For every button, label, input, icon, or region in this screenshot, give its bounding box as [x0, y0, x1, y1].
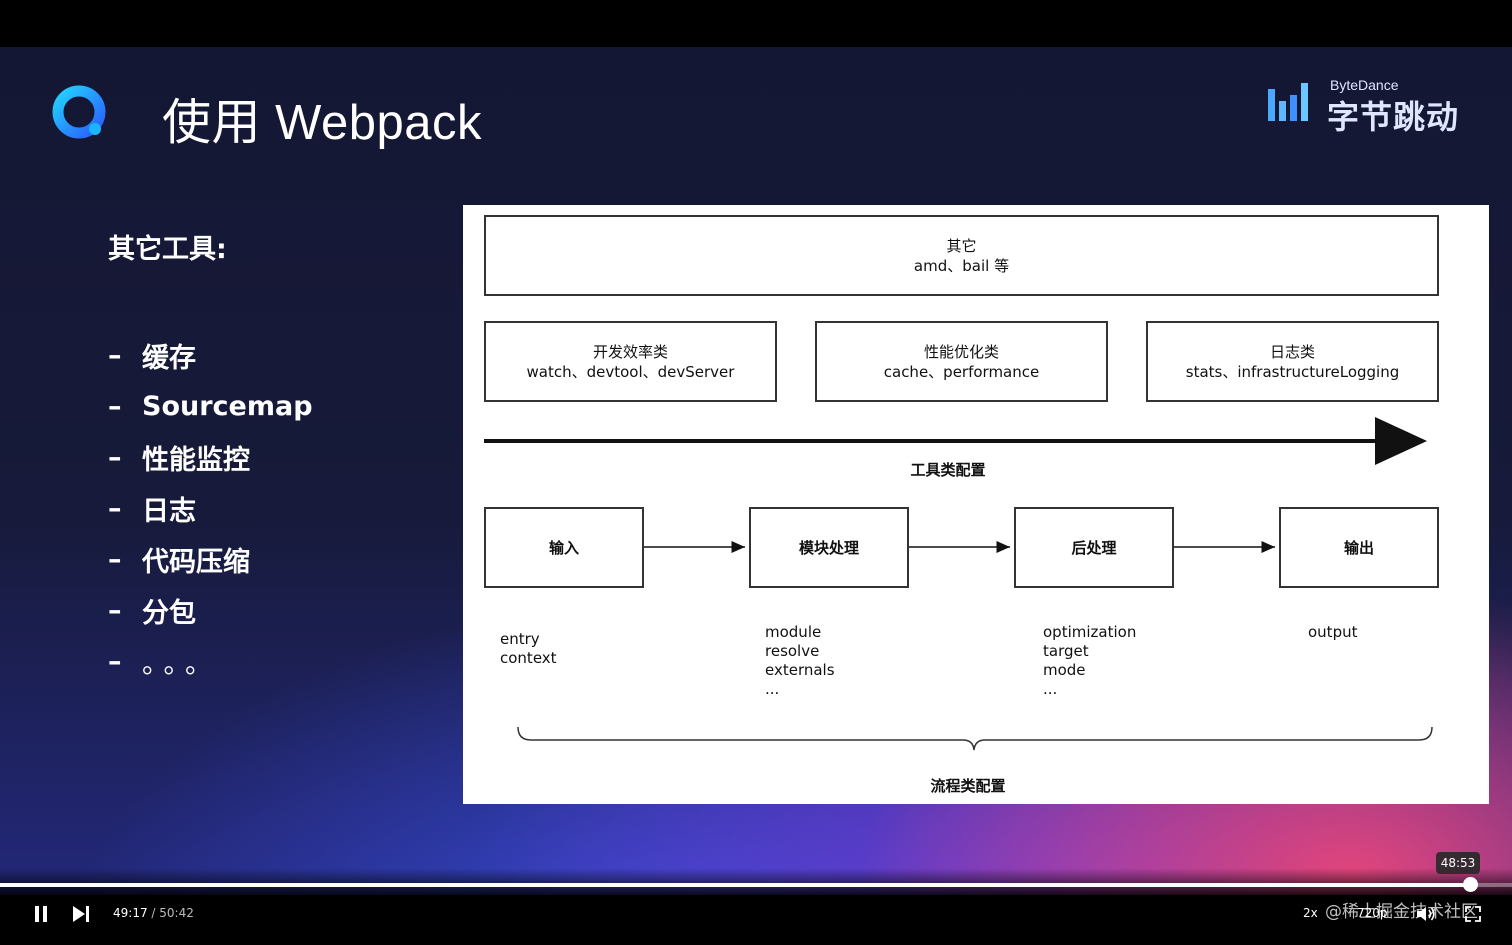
list-item: –分包 — [108, 595, 196, 629]
bullet-dash: – — [108, 544, 122, 575]
speed-button[interactable]: 2x — [1303, 906, 1318, 920]
diagram-connectors — [484, 417, 1433, 751]
section-heading: 其它工具: — [108, 234, 227, 265]
logging-box: 日志类 stats、infrastructureLogging — [1146, 321, 1439, 402]
player-controls — [0, 868, 1512, 945]
top-letterbox — [0, 0, 1512, 47]
bullet-dash: – — [108, 493, 122, 524]
page-title: 使用 Webpack — [162, 96, 482, 150]
progress-handle[interactable] — [1463, 877, 1478, 892]
flow-box-module: 模块处理 — [749, 507, 909, 588]
app-logo-icon — [52, 85, 106, 139]
volume-icon — [1417, 907, 1435, 921]
next-button[interactable] — [69, 901, 93, 927]
performance-box: 性能优化类 cache、performance — [815, 321, 1108, 402]
list-item: –Sourcemap — [108, 391, 313, 422]
flow-brace-label: 流程类配置 — [930, 777, 1006, 795]
webpack-config-diagram: 其它 amd、bail 等 开发效率类 watch、devtool、devSer… — [463, 205, 1489, 804]
time-display: 49:17 / 50:42 — [113, 906, 194, 920]
skip-next-icon — [73, 906, 89, 922]
flow-brace — [517, 726, 1433, 751]
slide: 使用 Webpack ByteDance 字节跳动 其它工具: –缓存 –Sou… — [0, 47, 1512, 895]
bullet-dash: – — [108, 340, 122, 371]
progress-fill — [0, 883, 1470, 887]
pause-button[interactable] — [30, 901, 52, 927]
bullet-dash: – — [108, 595, 122, 626]
quality-button[interactable]: 720p — [1357, 906, 1388, 920]
pause-icon — [35, 906, 47, 922]
list-item: –缓存 — [108, 340, 196, 374]
tool-list: –缓存 –Sourcemap –性能监控 –日志 –代码压缩 –分包 –。。。 — [108, 330, 313, 687]
list-item: –。。。 — [108, 646, 220, 680]
list-item: –日志 — [108, 493, 196, 527]
list-item: –代码压缩 — [108, 544, 250, 578]
hover-time-tooltip: 48:53 — [1436, 852, 1480, 874]
dev-efficiency-box: 开发效率类 watch、devtool、devServer — [484, 321, 777, 402]
fullscreen-icon — [1465, 906, 1481, 922]
output-options: output — [1308, 623, 1358, 641]
tool-axis-label: 工具类配置 — [910, 461, 986, 479]
bytedance-logo-icon — [1268, 83, 1308, 121]
input-options: entry context — [500, 630, 557, 667]
list-item: –性能监控 — [108, 442, 250, 476]
bullet-dash: – — [108, 442, 122, 473]
postprocess-options: optimization target mode ... — [1043, 623, 1137, 698]
flow-box-input: 输入 — [484, 507, 644, 588]
flow-box-output: 输出 — [1279, 507, 1439, 588]
bullet-dash: – — [108, 391, 122, 422]
watermark: @稀土掘金技术社区 — [1325, 902, 1478, 922]
fullscreen-button[interactable] — [1462, 901, 1484, 927]
brand-name-cn: 字节跳动 — [1327, 98, 1460, 136]
flow-box-postprocess: 后处理 — [1014, 507, 1174, 588]
module-options: module resolve externals ... — [765, 623, 835, 698]
volume-button[interactable] — [1413, 901, 1439, 927]
bullet-dash: – — [108, 646, 130, 677]
other-config-box: 其它 amd、bail 等 — [484, 215, 1439, 296]
brand-name-en: ByteDance — [1330, 77, 1399, 93]
